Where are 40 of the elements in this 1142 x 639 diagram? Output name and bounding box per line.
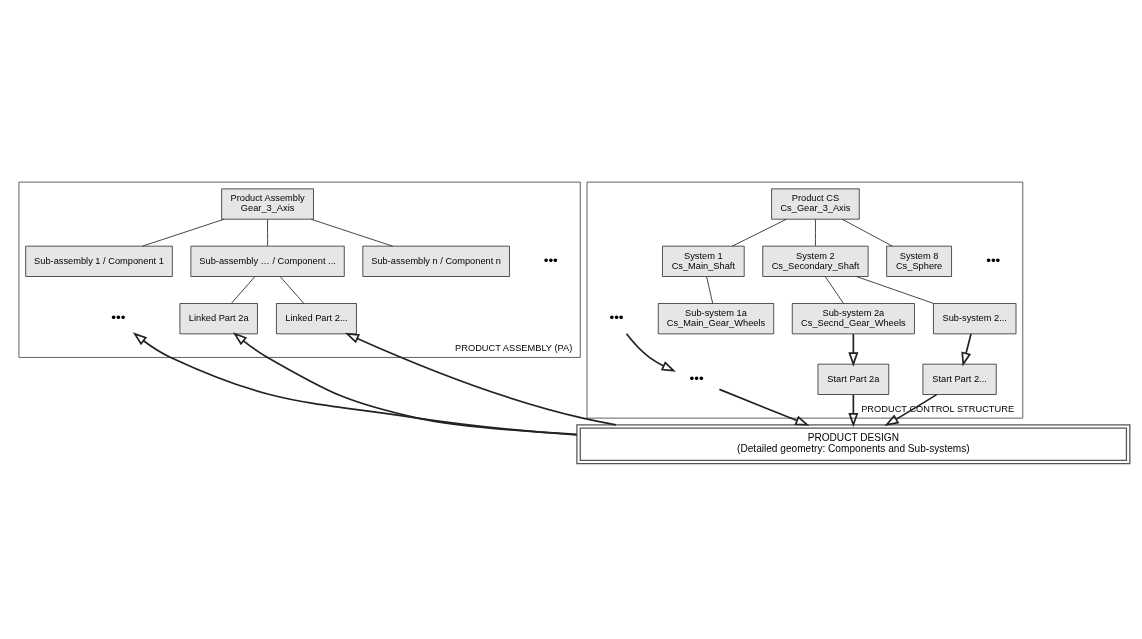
node-box: Sub-assembly 1 / Component 1 [25,245,173,277]
arrow [961,333,972,367]
node-box: Start Part 2... [922,363,997,395]
node-box: Sub-assembly n / Component n [362,245,510,277]
node-box: Linked Part 2a [179,303,258,335]
node-box: System 2 Cs_Secondary_Shaft [762,245,869,277]
connector [856,276,934,304]
connector [310,218,394,247]
node-box: Start Part 2a [817,363,890,395]
connector [815,219,816,247]
arrow [718,388,810,426]
label: ••• [986,252,1001,268]
arrow [848,333,859,367]
node-text: ••• [609,309,624,325]
arrow [625,333,676,372]
arrow [232,332,578,436]
connector [842,218,893,247]
connector [267,219,268,247]
node-box: System 8 Cs_Sphere [886,245,952,277]
node-text: ••• [689,370,704,386]
node-box: Sub-system 1a Cs_Main_Gear_Wheels [657,303,775,335]
arrow [848,393,859,428]
connector [280,276,304,304]
node-box: System 1 Cs_Main_Shaft [662,245,745,277]
arrow [884,393,938,427]
arrow [132,332,578,436]
connector [824,276,844,304]
arrow [344,332,617,426]
node-box: Linked Part 2... [276,303,357,335]
node-box: Product Assembly Gear_3_Axis [221,188,314,220]
connector [231,276,256,304]
label: ••• [543,252,558,268]
node-box: Sub-system 2a Cs_Secnd_Gear_Wheels [791,303,915,335]
connector [142,218,225,247]
node-box: Sub-assembly … / Component ... [190,245,345,277]
connector [731,218,787,247]
node-text: ••• [111,309,126,325]
node-box: Sub-system 2... [933,303,1017,335]
node-box: Product CS Cs_Gear_3_Axis [771,188,860,220]
connector [706,276,714,304]
